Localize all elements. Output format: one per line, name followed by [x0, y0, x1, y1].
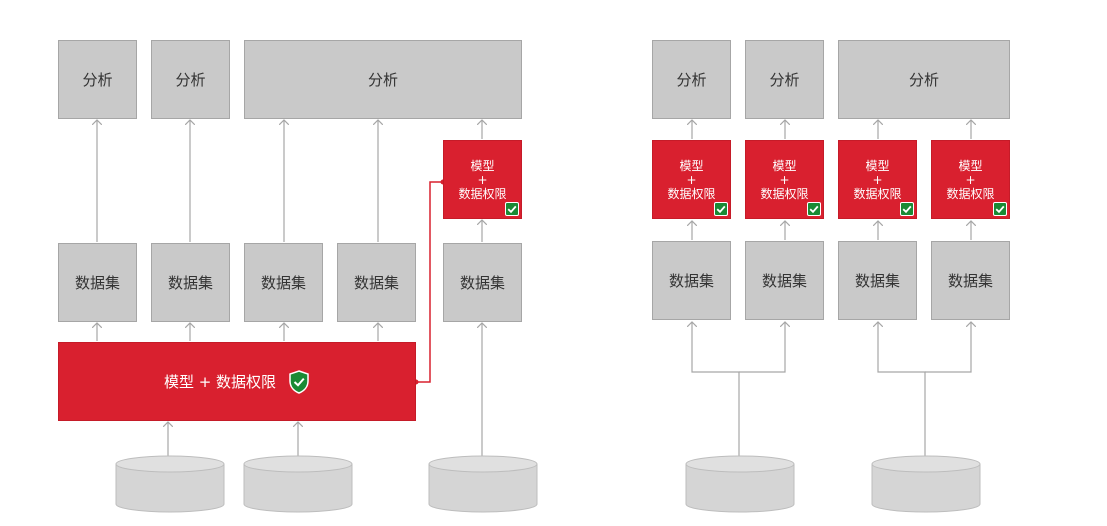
dataset-box: 数据集 [652, 241, 731, 320]
plus-label: + [477, 172, 488, 187]
dataset-label: 数据集 [459, 274, 505, 292]
analysis-box-wide: 分析 [244, 40, 522, 119]
dataset-label: 数据集 [167, 274, 213, 292]
analysis-box: 分析 [652, 40, 731, 119]
database-cylinder [243, 455, 353, 513]
analysis-box: 分析 [58, 40, 137, 119]
model-permission-box: 模型 + 数据权限 [443, 140, 522, 219]
dataset-label: 数据集 [353, 274, 399, 292]
database-cylinder [685, 455, 795, 513]
analysis-label: 分析 [82, 71, 113, 89]
analysis-box: 分析 [151, 40, 230, 119]
analysis-box-wide: 分析 [838, 40, 1010, 119]
plus-label: + [965, 172, 976, 187]
permission-label: 数据权限 [853, 186, 902, 201]
dataset-box: 数据集 [931, 241, 1010, 320]
model-permission-box: 模型 + 数据权限 [838, 140, 917, 219]
plus-label: + [872, 172, 883, 187]
model-label: 模型 [865, 158, 890, 173]
database-cylinder [871, 455, 981, 513]
dataset-label: 数据集 [74, 274, 120, 292]
left-connectors [97, 120, 482, 456]
model-permission-box: 模型 + 数据权限 [931, 140, 1010, 219]
right-connectors [692, 120, 971, 456]
model-label: 模型 [679, 158, 704, 173]
model-label: 模型 [958, 158, 983, 173]
shield-check-icon [505, 202, 519, 216]
dataset-box: 数据集 [745, 241, 824, 320]
dataset-box: 数据集 [151, 243, 230, 322]
analysis-label: 分析 [676, 71, 707, 89]
shield-check-icon [714, 202, 728, 216]
permission-label: 数据权限 [667, 186, 716, 201]
database-cylinder [428, 455, 538, 513]
dataset-label: 数据集 [947, 272, 993, 290]
left-red-connector [413, 179, 446, 385]
dataset-box: 数据集 [337, 243, 416, 322]
dataset-box: 数据集 [58, 243, 137, 322]
analysis-label: 分析 [769, 71, 800, 89]
model-permission-box: 模型 + 数据权限 [652, 140, 731, 219]
model-label: 模型 [772, 158, 797, 173]
dataset-box: 数据集 [838, 241, 917, 320]
permission-label: 数据权限 [946, 186, 995, 201]
dataset-label: 数据集 [761, 272, 807, 290]
permission-label: 数据权限 [458, 186, 507, 201]
model-permission-bar: 模型 + 数据权限 [58, 342, 416, 421]
model-permission-box: 模型 + 数据权限 [745, 140, 824, 219]
dataset-box: 数据集 [443, 243, 522, 322]
dataset-label: 数据集 [260, 274, 306, 292]
shield-check-icon [993, 202, 1007, 216]
dataset-label: 数据集 [668, 272, 714, 290]
database-cylinder [115, 455, 225, 513]
analysis-label: 分析 [367, 71, 398, 89]
shield-check-icon [289, 369, 309, 394]
analysis-label: 分析 [908, 71, 939, 89]
model-label: 模型 [470, 158, 495, 173]
dataset-box: 数据集 [244, 243, 323, 322]
analysis-label: 分析 [175, 71, 206, 89]
analysis-box: 分析 [745, 40, 824, 119]
plus-label: + [779, 172, 790, 187]
shield-check-icon [807, 202, 821, 216]
dataset-label: 数据集 [854, 272, 900, 290]
permission-label: 数据权限 [760, 186, 809, 201]
model-permission-label: 模型 + 数据权限 [163, 372, 277, 391]
shield-check-icon [900, 202, 914, 216]
plus-label: + [686, 172, 697, 187]
